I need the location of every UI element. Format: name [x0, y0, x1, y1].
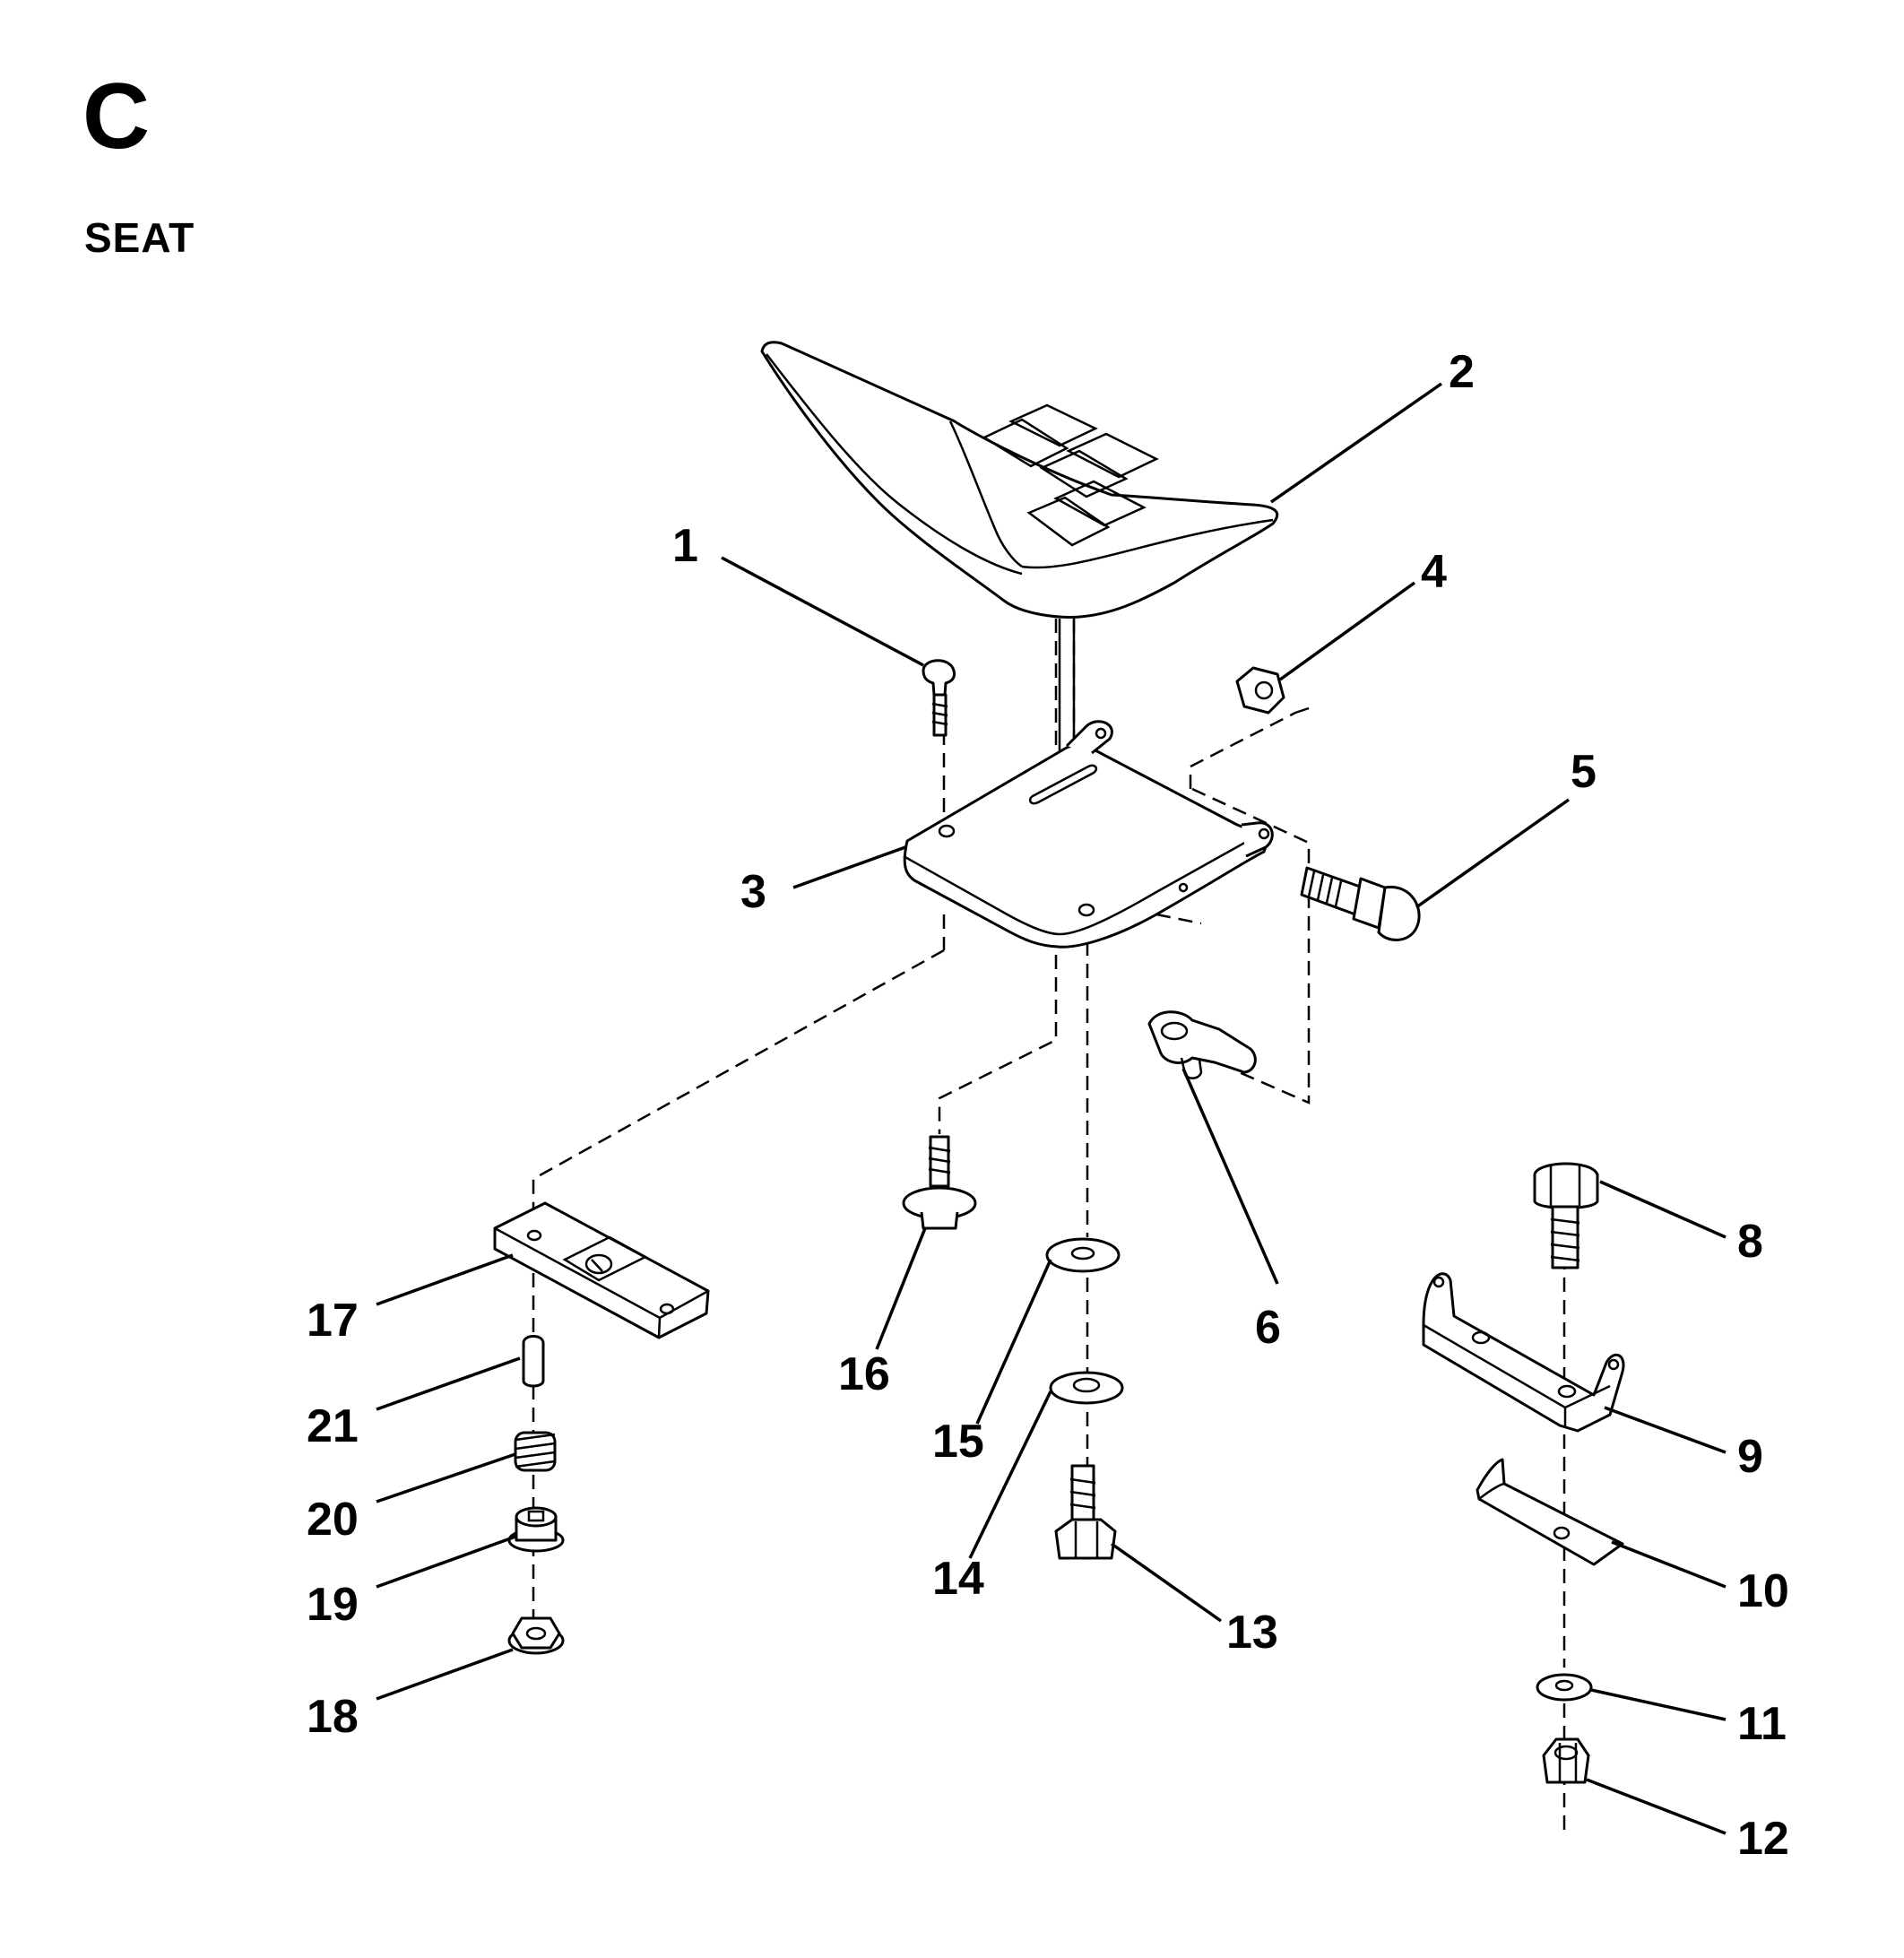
lock-nut-part: [1542, 1737, 1590, 1784]
flange-nut-part: [507, 1616, 565, 1655]
callout-14: 14: [932, 1553, 984, 1605]
seat-part: [760, 341, 1279, 834]
section-title: SEAT: [84, 214, 195, 261]
callout-1: 1: [672, 520, 698, 572]
slide-bracket-part: [493, 1201, 710, 1339]
callout-15: 15: [932, 1416, 984, 1468]
callout-20: 20: [307, 1494, 359, 1546]
clip-part: [1147, 1010, 1257, 1079]
callout-9: 9: [1737, 1431, 1763, 1483]
callout-6: 6: [1255, 1302, 1281, 1354]
nut-part-4: [1235, 666, 1285, 715]
carriage-bolt-part: [922, 659, 956, 737]
seat-pan-part: [903, 720, 1274, 949]
callout-16: 16: [838, 1348, 890, 1400]
callout-8: 8: [1737, 1216, 1763, 1268]
callout-3: 3: [740, 866, 766, 918]
callout-10: 10: [1737, 1565, 1789, 1617]
callout-11: 11: [1737, 1698, 1787, 1750]
callout-17: 17: [307, 1295, 359, 1347]
hex-bolt-part-8: [1533, 1162, 1599, 1269]
callout-12: 12: [1737, 1813, 1789, 1865]
leader-lines: [376, 382, 1727, 1835]
bushing-part: [507, 1506, 565, 1553]
lock-washer-part-14: [1049, 1371, 1124, 1405]
pin-part: [522, 1335, 545, 1388]
section-letter: C: [82, 65, 151, 169]
hex-bolt-part-13: [1054, 1464, 1117, 1560]
clip-plate-part: [1476, 1458, 1624, 1566]
washer-part-15: [1045, 1237, 1121, 1273]
callout-4: 4: [1421, 546, 1447, 598]
callout-labels: 1 2 3 4 5 6 8 9 10 11 12 13 14 15 16 17 …: [307, 346, 1789, 1865]
callout-5: 5: [1571, 746, 1597, 798]
u-bracket-part: [1422, 1272, 1625, 1433]
flange-bolt-part: [902, 1135, 977, 1230]
callout-19: 19: [307, 1579, 359, 1631]
callout-21: 21: [307, 1400, 359, 1452]
callout-13: 13: [1226, 1607, 1278, 1659]
callout-2: 2: [1449, 346, 1475, 398]
spring-part: [514, 1431, 557, 1472]
washer-part-11: [1536, 1673, 1593, 1702]
callout-18: 18: [307, 1691, 359, 1743]
shoulder-bolt-part: [1300, 866, 1421, 941]
